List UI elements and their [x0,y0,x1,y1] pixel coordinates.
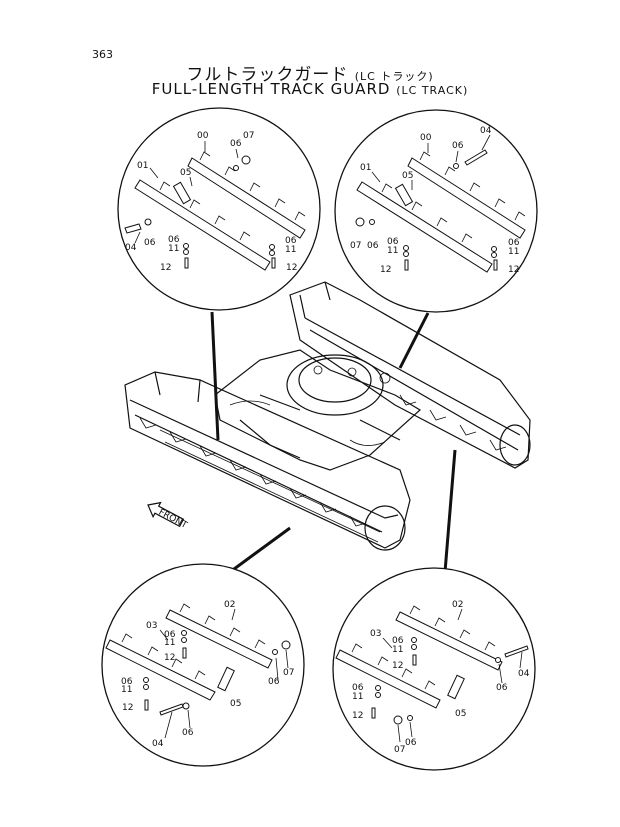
title-english: FULL-LENGTH TRACK GUARD (LC TRACK) [0,80,620,98]
title-japanese: フルトラックガード (LC トラック) [0,60,620,85]
callout: 06 [387,237,399,247]
callout: 12 [508,265,519,275]
callouts-top-right: 00 06 04 01 05 07 06 06 11 06 11 12 12 [350,126,520,275]
callout: 12 [122,703,133,713]
title-jp-sub: (LC トラック) [354,70,434,83]
detail-circle-bottom-right [332,567,536,771]
leader-line-bl [229,526,291,574]
callout: 02 [224,600,235,610]
detail-circle-top-right [334,109,538,313]
callout: 06 [392,636,404,646]
title-en-main: FULL-LENGTH TRACK GUARD [151,80,391,98]
detail-circle-bottom-left [101,563,305,767]
callout: 06 [508,238,520,248]
callout: 05 [230,699,241,709]
leader-line-tl [210,311,220,441]
callout: 06 [230,139,242,149]
callouts-bottom-left: 02 03 06 11 12 06 11 06 07 12 04 06 05 [121,600,294,749]
callout: 04 [480,126,492,136]
callout: 07 [350,241,361,251]
callout: 03 [370,629,381,639]
title-en-sub: (LC TRACK) [396,84,469,97]
callout: 06 [452,141,464,151]
callout: 06 [285,236,297,246]
callout: 05 [180,168,191,178]
callout: 06 [121,677,133,687]
callout: 11 [168,244,179,254]
callout: 06 [268,677,280,687]
callout: 02 [452,600,463,610]
callout: 06 [182,728,194,738]
callout: 06 [168,235,180,245]
callout: 07 [243,131,254,141]
callout: 12 [286,263,297,273]
callout: 07 [283,668,294,678]
callout: 03 [146,621,157,631]
callout: 06 [496,683,508,693]
front-arrow: FRONT [147,501,189,531]
page-number: 363 [92,48,113,61]
callout: 00 [197,131,209,141]
callout: 11 [392,645,403,655]
front-label: FRONT [157,508,189,531]
callout: 04 [125,243,137,253]
callout: 12 [380,265,391,275]
callout: 04 [518,669,530,679]
callouts-top-left: 00 06 07 01 05 04 06 06 11 06 11 12 12 [125,131,297,273]
leader-line-br [443,449,457,573]
callout: 12 [164,653,175,663]
undercarriage-drawing [124,281,531,551]
callout: 06 [164,630,176,640]
callout: 06 [405,738,417,748]
callout: 06 [367,241,379,251]
callout: 12 [160,263,171,273]
callout: 07 [394,745,405,755]
detail-circle-top-left [117,107,321,311]
callout: 11 [387,246,398,256]
callout: 11 [121,685,132,695]
callout: 05 [402,171,413,181]
callout: 00 [420,133,432,143]
callout: 11 [352,692,363,702]
callout: 11 [508,247,519,257]
callout: 12 [352,711,363,721]
callout: 01 [137,161,148,171]
callouts-bottom-right: 02 03 06 11 12 06 11 04 06 12 07 06 05 [352,600,530,755]
title-jp-main: フルトラックガード [186,65,349,85]
callout-leaders [134,134,523,743]
callout: 05 [455,709,466,719]
callout: 06 [352,683,364,693]
callout: 12 [392,661,403,671]
callout: 11 [164,638,175,648]
leader-line-tr [398,312,430,369]
callout: 04 [152,739,164,749]
callout: 01 [360,163,371,173]
callout: 06 [144,238,156,248]
callout: 11 [285,245,296,255]
